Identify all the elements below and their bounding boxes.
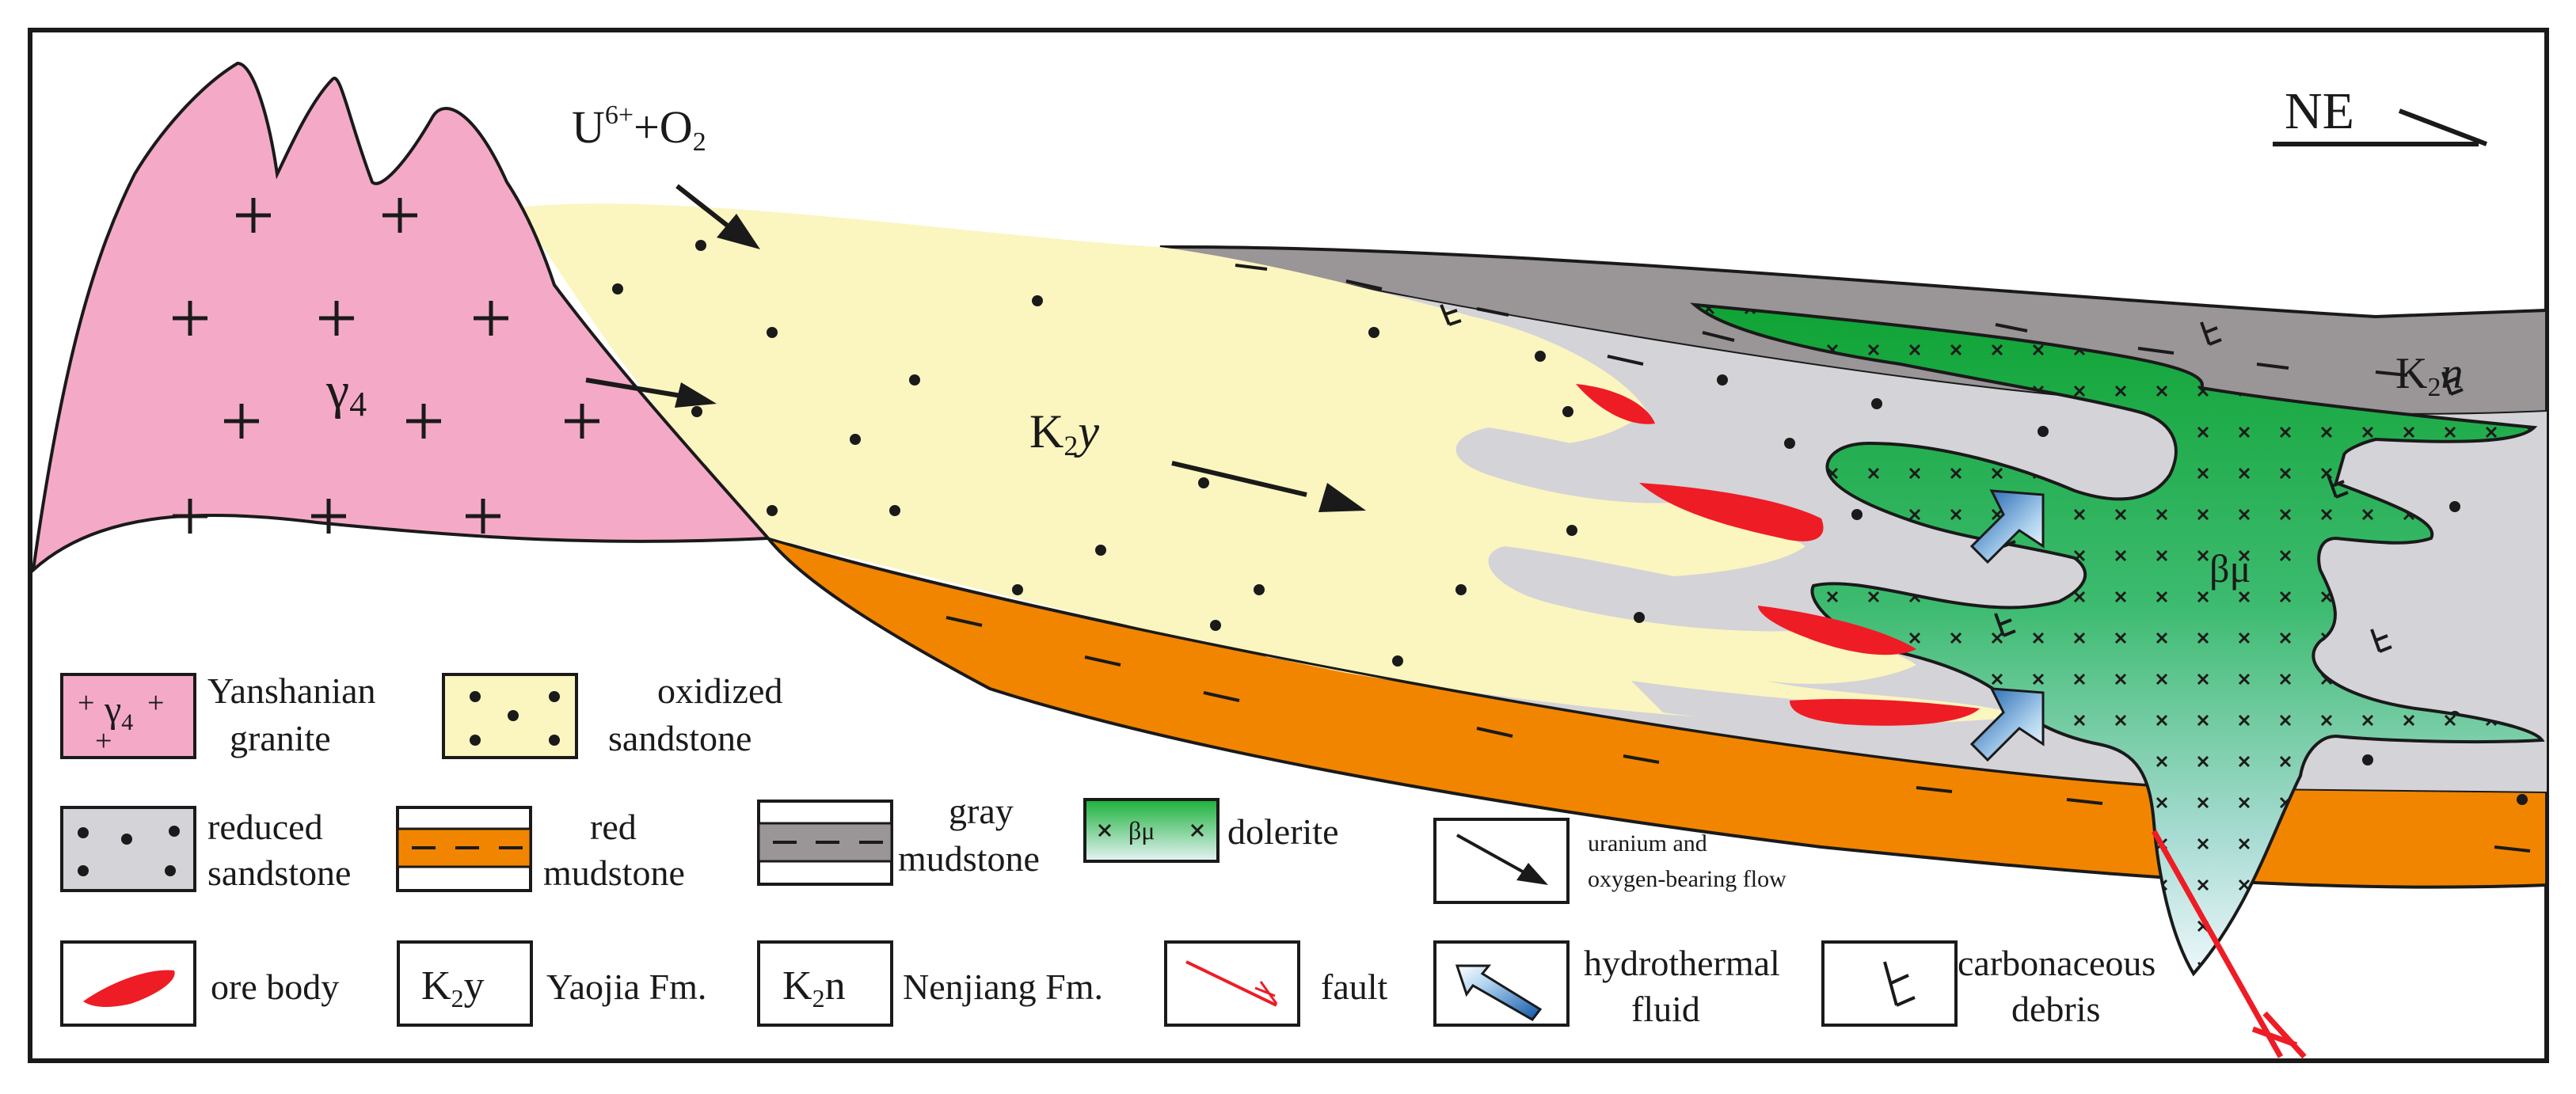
reduced-tongue-1 xyxy=(1455,427,1766,503)
legend-k2y: K2y Yaojia Fm. xyxy=(397,940,706,1027)
k2n-swatch-text: K2n xyxy=(782,963,846,1012)
k2y-swatch xyxy=(397,940,533,1027)
legend-dolerite-label: dolerite xyxy=(1227,811,1339,852)
reduced-swatch xyxy=(60,806,196,892)
legend-oxidized: oxidized sandstone xyxy=(442,670,782,759)
legend-hydrothermal: hydrothermal fluid xyxy=(1433,940,1780,1029)
dolerite-beta-mu-label: βμ xyxy=(2209,546,2251,591)
gray-mudstone-dashes xyxy=(1235,264,2408,380)
legend-red-mudstone-label-1: red xyxy=(590,807,637,847)
legend-red-mudstone: red mudstone xyxy=(396,806,685,893)
legend-nenjiang-label: Nenjiang Fm. xyxy=(903,967,1103,1007)
legend-granite: + + + γ4 Yanshanian granite xyxy=(60,670,376,759)
svg-text:+: + xyxy=(95,724,112,758)
legend-reduced-label-1: reduced xyxy=(207,807,323,847)
yaojia-k2y-label: K2y xyxy=(1029,405,1099,462)
legend-gray-mudstone: gray mudstone xyxy=(757,791,1040,886)
legend-hydro-label-1: hydrothermal xyxy=(1584,943,1780,983)
uranium-flow-arrows xyxy=(585,184,1366,512)
legend-oxidized-label-2: sandstone xyxy=(608,718,751,758)
granite-swatch xyxy=(60,673,196,759)
granite-swatch-gamma: γ4 xyxy=(104,689,133,735)
k2n-swatch xyxy=(757,940,893,1027)
boundary-line xyxy=(767,537,2186,789)
dolerite-swatch-beta-mu: βμ xyxy=(1128,816,1155,845)
dolerite-x-pattern xyxy=(1695,305,2542,974)
legend-reduced: reduced sandstone xyxy=(60,806,351,893)
ore-bodies xyxy=(1576,384,1980,726)
granite-body xyxy=(31,61,772,575)
legend-flow-label-2: oxygen-bearing flow xyxy=(1588,866,1786,892)
legend-hydro-label-2: fluid xyxy=(1631,989,1700,1029)
compass-indicator: NE xyxy=(2273,82,2488,146)
legend-carbonaceous: carbonaceous debris xyxy=(1821,940,2156,1029)
legend-fault-label: fault xyxy=(1321,967,1388,1007)
red-mudstone-dashes xyxy=(946,616,2531,853)
granite-cross-symbols xyxy=(173,198,599,534)
flow-label-u6-o2: U6++O2 xyxy=(572,101,706,157)
hydrothermal-swatch xyxy=(1433,940,1570,1027)
svg-text:+: + xyxy=(147,686,164,720)
legend-carb-label-2: debris xyxy=(2011,989,2100,1029)
legend-ore-body: ore body xyxy=(60,940,339,1027)
legend-fault: fault xyxy=(1164,940,1388,1027)
legend-ore-body-label: ore body xyxy=(211,967,339,1007)
legend-granite-label-2: granite xyxy=(230,718,331,758)
fault-line xyxy=(2151,830,2307,1059)
hydrothermal-arrows xyxy=(1969,489,2045,762)
legend-gray-mudstone-label-2: mudstone xyxy=(898,838,1040,879)
legend-gray-mudstone-label-1: gray xyxy=(949,791,1014,831)
legend-uranium-flow: uranium and oxygen-bearing flow xyxy=(1433,818,1786,904)
legend-granite-label-1: Yanshanian xyxy=(207,670,376,711)
granite-gamma-label: γ4 xyxy=(325,362,367,424)
nenjiang-k2n-label: K2n xyxy=(2395,349,2463,402)
k2y-swatch-text: K2y xyxy=(421,963,485,1012)
legend-dolerite: βμ dolerite xyxy=(1083,798,1339,863)
legend-flow-label-1: uranium and xyxy=(1588,830,1707,857)
svg-text:+: + xyxy=(78,686,94,720)
legend-yaojia-label: Yaojia Fm. xyxy=(546,967,706,1007)
legend-red-mudstone-label-2: mudstone xyxy=(543,853,685,893)
legend-reduced-label-2: sandstone xyxy=(207,853,351,893)
legend-carb-label-1: carbonaceous xyxy=(1958,943,2156,983)
legend-oxidized-label-1: oxidized xyxy=(657,670,782,711)
legend-k2n: K2n Nenjiang Fm. xyxy=(757,940,1103,1027)
compass-ne-label: NE xyxy=(2285,82,2354,140)
oxidized-sandstone-dots xyxy=(612,240,1795,667)
